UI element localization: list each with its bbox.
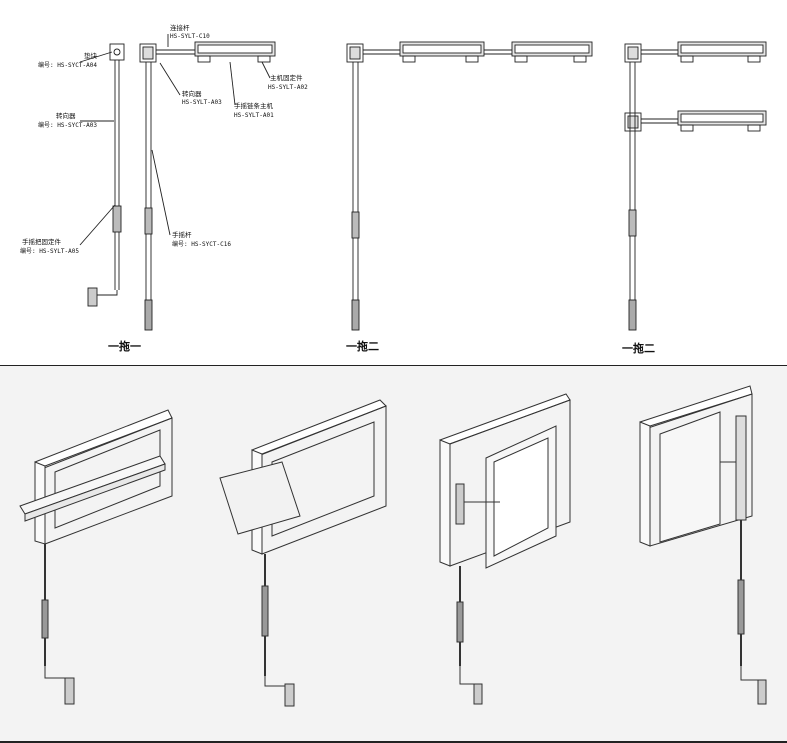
pad-name-label: 垫块	[84, 51, 98, 60]
crank-rod-code-label: 编号: HS-SYCT-C16	[172, 240, 231, 248]
window-4	[639, 385, 767, 705]
turner-box-1	[139, 43, 157, 63]
caption-2: 一拖二	[346, 339, 379, 353]
turner-box-2	[346, 43, 364, 63]
pad-code-label: 编号: HS-SYCT-A04	[38, 61, 97, 69]
host-fix-code-label: HS-SYLT-A02	[268, 84, 308, 91]
crank-rod-name-label: 手摇杆	[172, 230, 192, 239]
host-fix-name-label: 主机固定件	[270, 73, 303, 82]
host-fix-1a	[197, 55, 211, 63]
chain-host-code-label: HS-SYLT-A01	[234, 112, 274, 119]
technical-drawing-panel: 垫块 编号: HS-SYCT-A04 转向器 编号: HS-SYCT-A03 手…	[0, 0, 787, 366]
caption-3: 一拖二	[622, 341, 655, 355]
handle-fix-name-label: 手摇把固定件	[22, 237, 62, 246]
bottom-border	[0, 741, 787, 743]
turner-left-name-label: 转向器	[56, 111, 76, 120]
turner-box-3a	[624, 43, 642, 63]
handle-fix-part	[112, 205, 122, 233]
turner-left-code-label: 编号: HS-SYCT-A03	[38, 121, 97, 129]
caption-1: 一拖一	[108, 339, 141, 353]
technical-drawing: 垫块 编号: HS-SYCT-A04 转向器 编号: HS-SYCT-A03 手…	[20, 23, 767, 355]
pad-block-hole	[113, 48, 121, 56]
turner-right-name-label: 转向器	[182, 89, 202, 98]
window-illustrations	[19, 385, 767, 707]
window-illustration-panel	[0, 366, 787, 743]
handle-fix-code-label: 编号: HS-SYLT-A05	[20, 247, 79, 255]
host-fix-1b	[257, 55, 271, 63]
window-2	[219, 399, 387, 707]
link-rod-code-label: HS-SYLT-C10	[170, 33, 210, 40]
link-rod-name-label: 连接杆	[170, 23, 190, 32]
turner-right-code-label: HS-SYLT-A03	[182, 99, 222, 106]
window-3	[439, 393, 571, 705]
turner-box-3b	[624, 112, 642, 132]
pad-block	[109, 43, 125, 61]
chain-host-name-label: 手摇链条主机	[234, 101, 274, 110]
window-1	[19, 409, 173, 705]
